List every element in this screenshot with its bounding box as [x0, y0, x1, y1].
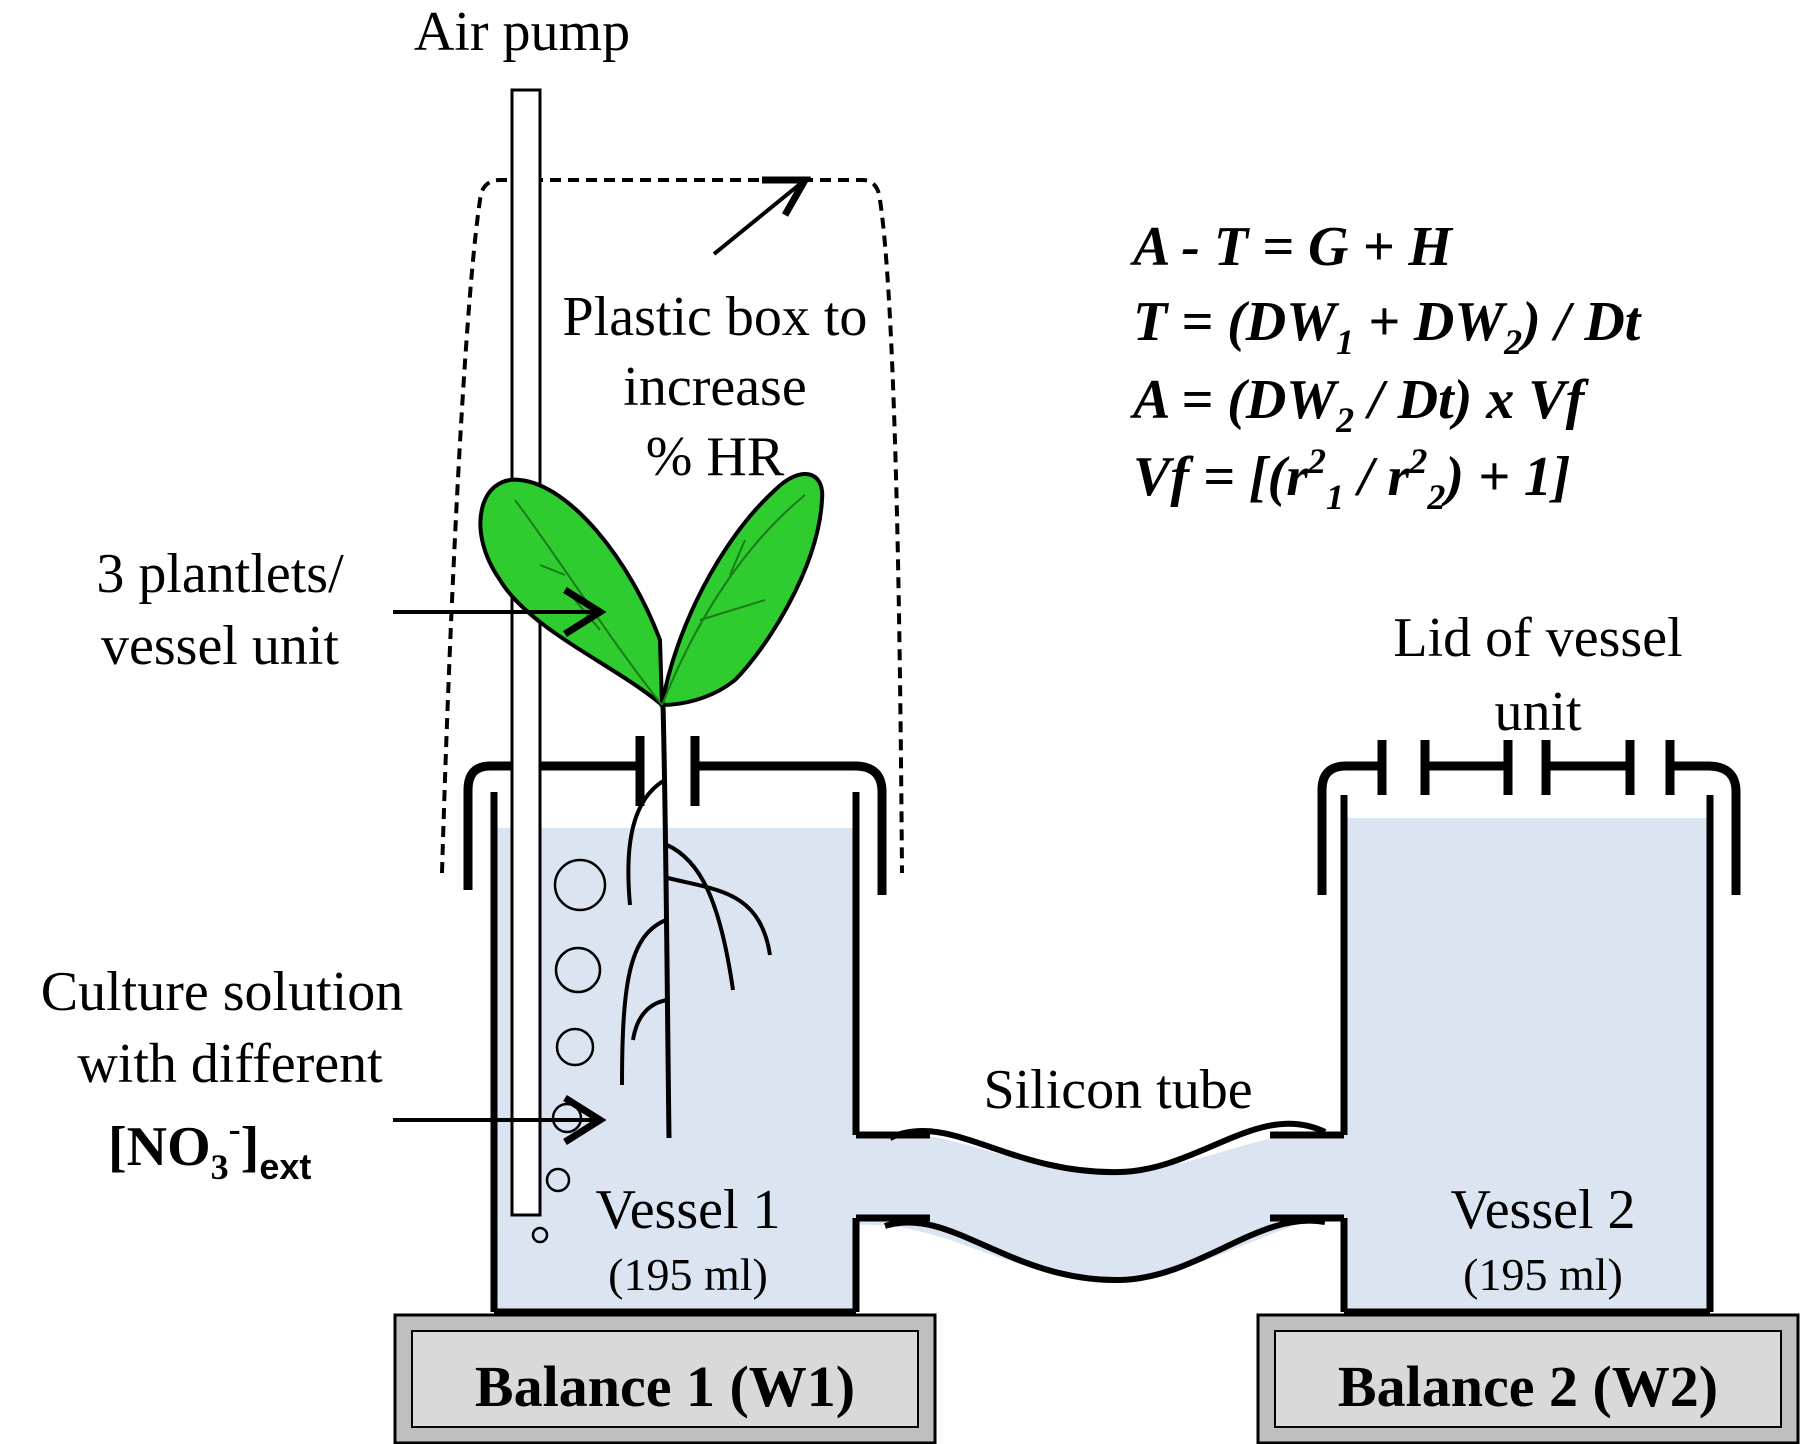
- plantlets-label: 3 plantlets/ vessel unit: [96, 543, 344, 677]
- vein: [699, 599, 766, 621]
- plant-stem: [660, 704, 672, 1139]
- no3-subscript-ext: ext: [259, 1146, 311, 1187]
- eq4-sup-2: 2: [1408, 441, 1427, 481]
- equation-1: A - T = G + H: [1130, 216, 1453, 278]
- bubble: [555, 1027, 595, 1067]
- eq2-part-b: + DW: [1354, 291, 1508, 353]
- arrows: [393, 176, 812, 1145]
- vessel2-lid-left: [1317, 761, 1382, 895]
- balance1: Balance 1 (W1): [393, 1313, 937, 1444]
- vessel1: [490, 792, 930, 1316]
- plastic-box-label-line1: Plastic box to: [563, 286, 868, 348]
- eq2-part-a: T = (DW: [1133, 291, 1340, 353]
- eq2-sub-2: 2: [1503, 322, 1522, 362]
- vessel1-name: Vessel 1: [595, 1179, 780, 1241]
- balance2: Balance 2 (W2): [1256, 1313, 1800, 1444]
- vessel1-solution: [494, 828, 856, 1312]
- eq4-part-b: / r: [1344, 446, 1411, 508]
- no3-open: [NO: [108, 1116, 211, 1178]
- no3-subscript-3: 3: [211, 1147, 229, 1187]
- bubble: [531, 1226, 549, 1244]
- eq4-part-c: ) + 1]: [1440, 446, 1570, 508]
- lid-label-line1: Lid of vessel: [1393, 607, 1682, 669]
- silicon-tube: [884, 1120, 1327, 1284]
- vessel2-lid: [1317, 740, 1741, 895]
- eq2-part-c: ) / Dt: [1517, 291, 1642, 353]
- balance2-face: [1274, 1330, 1782, 1428]
- leaf-right: [659, 472, 825, 708]
- vessel2-name: Vessel 2: [1450, 1179, 1635, 1241]
- equations: A - T = G + H T = (DW1 + DW2) / Dt A = (…: [1130, 216, 1642, 517]
- bubble: [554, 946, 602, 994]
- plastic-box-label: Plastic box to increase % HR: [563, 286, 868, 488]
- plastic-box-outline: [440, 178, 904, 874]
- vessel2-volume: (195 ml): [1463, 1249, 1623, 1300]
- vein: [539, 564, 566, 576]
- culture-solution-water: [494, 818, 1710, 1312]
- vessel1-lid-left: [463, 761, 640, 890]
- vein: [729, 539, 746, 576]
- vein: [661, 494, 806, 706]
- equation-2: T = (DW1 + DW2) / Dt: [1133, 291, 1642, 362]
- lid-label: Lid of vessel unit: [1393, 607, 1682, 743]
- plastic-box-arrow: [712, 178, 807, 256]
- solution-arrow-head: [563, 1095, 607, 1145]
- eq3-part-b: / Dt) x Vf: [1354, 369, 1590, 431]
- air-pump-label: Air pump: [414, 1, 630, 63]
- bubble: [553, 858, 607, 912]
- culture-solution-label-line2: with different: [77, 1033, 383, 1095]
- bubble: [545, 1167, 571, 1193]
- vein: [574, 599, 601, 631]
- root: [626, 778, 667, 906]
- air-pump-tube: [510, 88, 542, 1217]
- culture-solution-label-line1: Culture solution: [41, 961, 403, 1023]
- silicon-tube-bottom-edge: [884, 1217, 1326, 1284]
- vessel1-lid-right: [695, 761, 887, 895]
- eq3-part-a: A = (DW: [1130, 369, 1340, 431]
- eq4-sub-2: 2: [1426, 477, 1445, 517]
- silicon-tube-solution: [856, 1132, 1344, 1281]
- plantlets-label-line2: vessel unit: [101, 615, 339, 677]
- vessel1-volume: (195 ml): [608, 1249, 768, 1300]
- balance2-label: Balance 2 (W2): [1338, 1354, 1718, 1419]
- no3-close: ]: [241, 1116, 260, 1178]
- lid-label-line2: unit: [1494, 681, 1582, 743]
- silicon-tube-top-edge: [888, 1120, 1327, 1176]
- plastic-box-label-line2: increase: [623, 356, 806, 418]
- eq4-sup-1: 2: [1307, 441, 1326, 481]
- equation-3: A = (DW2 / Dt) x Vf: [1130, 369, 1590, 440]
- eq3-sub-2: 2: [1335, 400, 1354, 440]
- vessel2-solution: [1344, 818, 1710, 1312]
- vessel1-lid: [463, 736, 887, 895]
- vessel2-label: Vessel 2 (195 ml): [1450, 1179, 1635, 1300]
- eq4-sub-1: 1: [1326, 477, 1344, 517]
- balance1-label: Balance 1 (W1): [475, 1354, 855, 1419]
- eq4-part-a: Vf = [(r: [1133, 446, 1309, 508]
- plastic-box-arrow-head: [762, 176, 812, 217]
- vessel1-label: Vessel 1 (195 ml): [595, 1179, 780, 1300]
- eq2-sub-1: 1: [1336, 322, 1354, 362]
- no3-ext-label: [NO3-]ext: [108, 1109, 311, 1187]
- plastic-box-label-line3: % HR: [646, 426, 785, 488]
- root: [620, 918, 667, 1086]
- equation-4: Vf = [(r21 / r22) + 1]: [1133, 441, 1571, 517]
- plantlets-label-line1: 3 plantlets/: [96, 543, 344, 605]
- plant-roots: [620, 778, 772, 1086]
- vessel2-lid-right: [1670, 761, 1741, 895]
- no3-superscript-minus: -: [229, 1109, 241, 1149]
- silicon-tube-label: Silicon tube: [983, 1059, 1252, 1121]
- root: [667, 876, 772, 956]
- root: [631, 998, 668, 1041]
- balance1-face: [411, 1330, 919, 1428]
- culture-solution-label: Culture solution with different [NO3-]ex…: [41, 961, 403, 1187]
- plantlet-arrow-head: [563, 587, 607, 637]
